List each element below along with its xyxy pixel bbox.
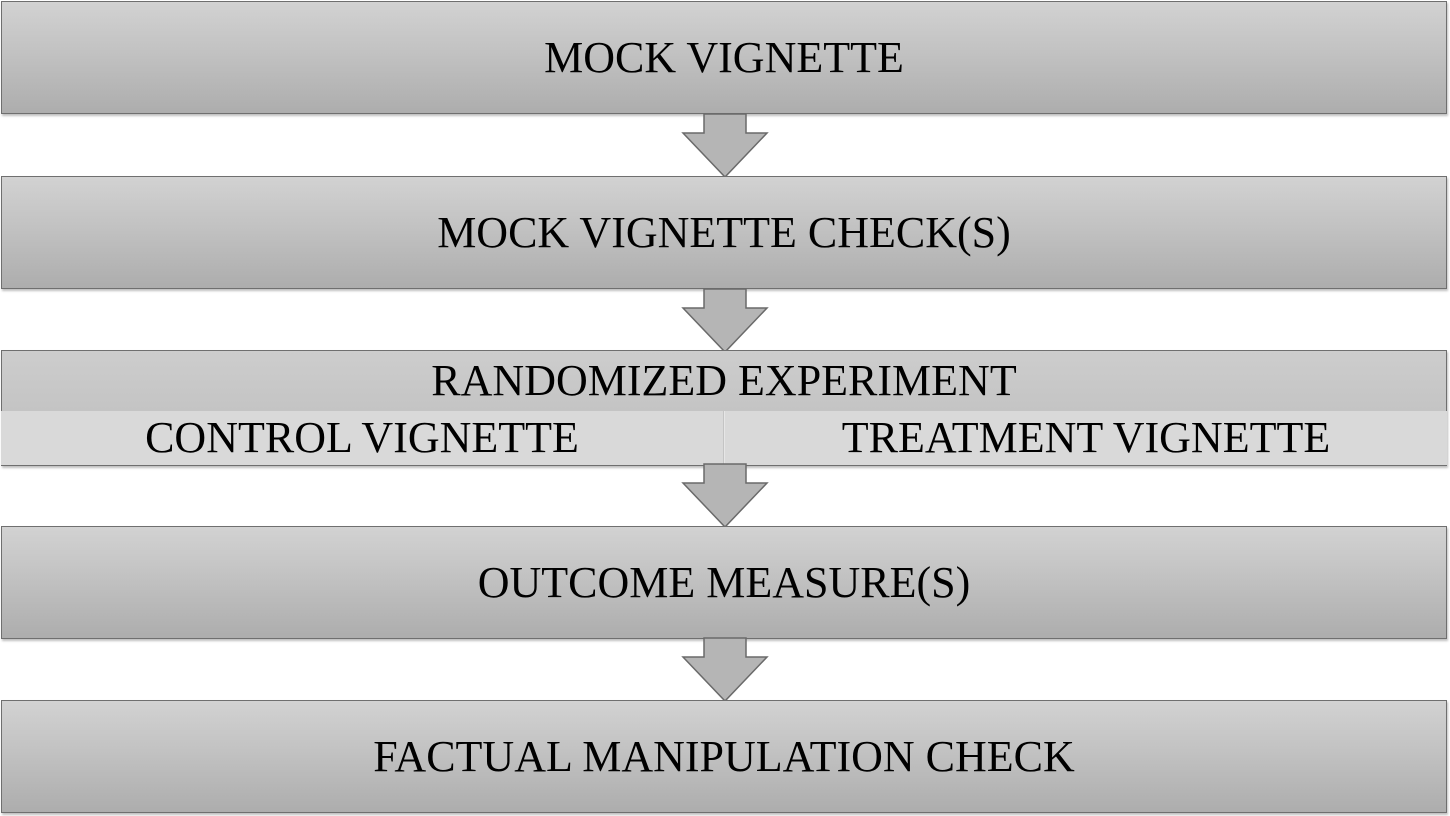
treatment-vignette-label: TREATMENT VIGNETTE bbox=[841, 413, 1331, 462]
treatment-vignette-cell: TREATMENT VIGNETTE bbox=[724, 411, 1447, 465]
randomized-experiment-header: RANDOMIZED EXPERIMENT bbox=[2, 351, 1446, 411]
down-arrow-3 bbox=[681, 463, 769, 529]
randomized-experiment-label: RANDOMIZED EXPERIMENT bbox=[431, 356, 1017, 405]
down-arrow-1 bbox=[681, 113, 769, 179]
mock-vignette-checks-box: MOCK VIGNETTE CHECK(S) bbox=[1, 176, 1447, 289]
mock-vignette-box: MOCK VIGNETTE bbox=[1, 1, 1447, 114]
control-vignette-label: CONTROL VIGNETTE bbox=[145, 413, 579, 462]
outcome-measures-box: OUTCOME MEASURE(S) bbox=[1, 526, 1447, 639]
control-vignette-cell: CONTROL VIGNETTE bbox=[1, 411, 724, 465]
experiment-conditions-row: CONTROL VIGNETTE TREATMENT VIGNETTE bbox=[1, 411, 1447, 465]
mock-vignette-checks-label: MOCK VIGNETTE CHECK(S) bbox=[437, 207, 1011, 257]
factual-manipulation-check-label: FACTUAL MANIPULATION CHECK bbox=[373, 731, 1075, 781]
down-arrow-2 bbox=[681, 288, 769, 354]
factual-manipulation-check-box: FACTUAL MANIPULATION CHECK bbox=[1, 700, 1447, 813]
outcome-measures-label: OUTCOME MEASURE(S) bbox=[477, 557, 971, 607]
down-arrow-4 bbox=[681, 637, 769, 703]
mock-vignette-label: MOCK VIGNETTE bbox=[544, 32, 904, 82]
randomized-experiment-box: RANDOMIZED EXPERIMENT CONTROL VIGNETTE T… bbox=[1, 350, 1447, 466]
